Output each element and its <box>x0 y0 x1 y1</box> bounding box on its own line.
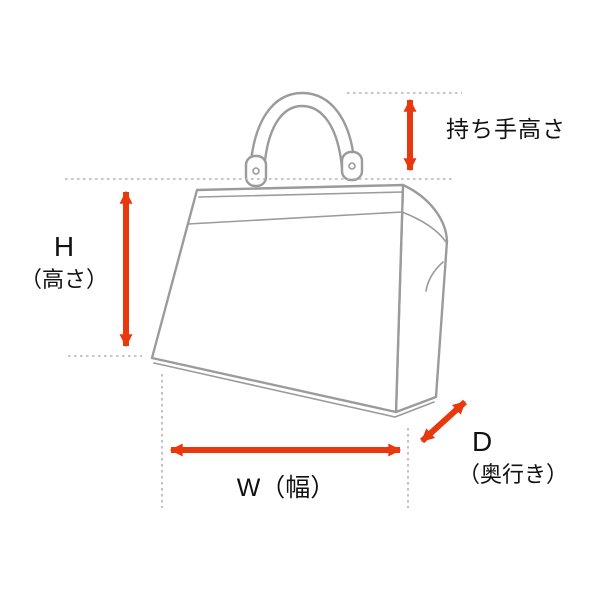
bag-front-panel <box>150 183 405 414</box>
depth-paren: （奥行き） <box>458 462 569 488</box>
bag-flap-side <box>401 211 447 243</box>
guide-lines <box>65 92 462 508</box>
handle-rivet-right <box>348 162 356 170</box>
height-paren: （高さ） <box>19 267 108 293</box>
width-label: W（幅） <box>236 474 336 502</box>
bag-flap-seam <box>187 211 403 225</box>
handle-height-label: 持ち手高さ <box>446 116 566 142</box>
handle-tab-right <box>340 150 364 182</box>
bag-gusset <box>394 183 449 414</box>
handle-tab-left <box>244 154 268 188</box>
bag-frame-edge <box>198 191 403 198</box>
handle-rivet-left <box>252 167 260 175</box>
depth-letter: D <box>472 426 493 457</box>
height-letter: H <box>53 231 75 262</box>
depth-arrow <box>419 399 468 444</box>
depth-label: D （奥行き） <box>458 426 568 487</box>
height-label: H （高さ） <box>14 231 114 292</box>
dimension-arrows <box>119 98 468 457</box>
handbag-illustration <box>150 91 449 418</box>
bag-bottom-piping <box>153 362 435 418</box>
bag-handle <box>244 91 364 188</box>
bag-gusset-fold <box>425 261 444 292</box>
